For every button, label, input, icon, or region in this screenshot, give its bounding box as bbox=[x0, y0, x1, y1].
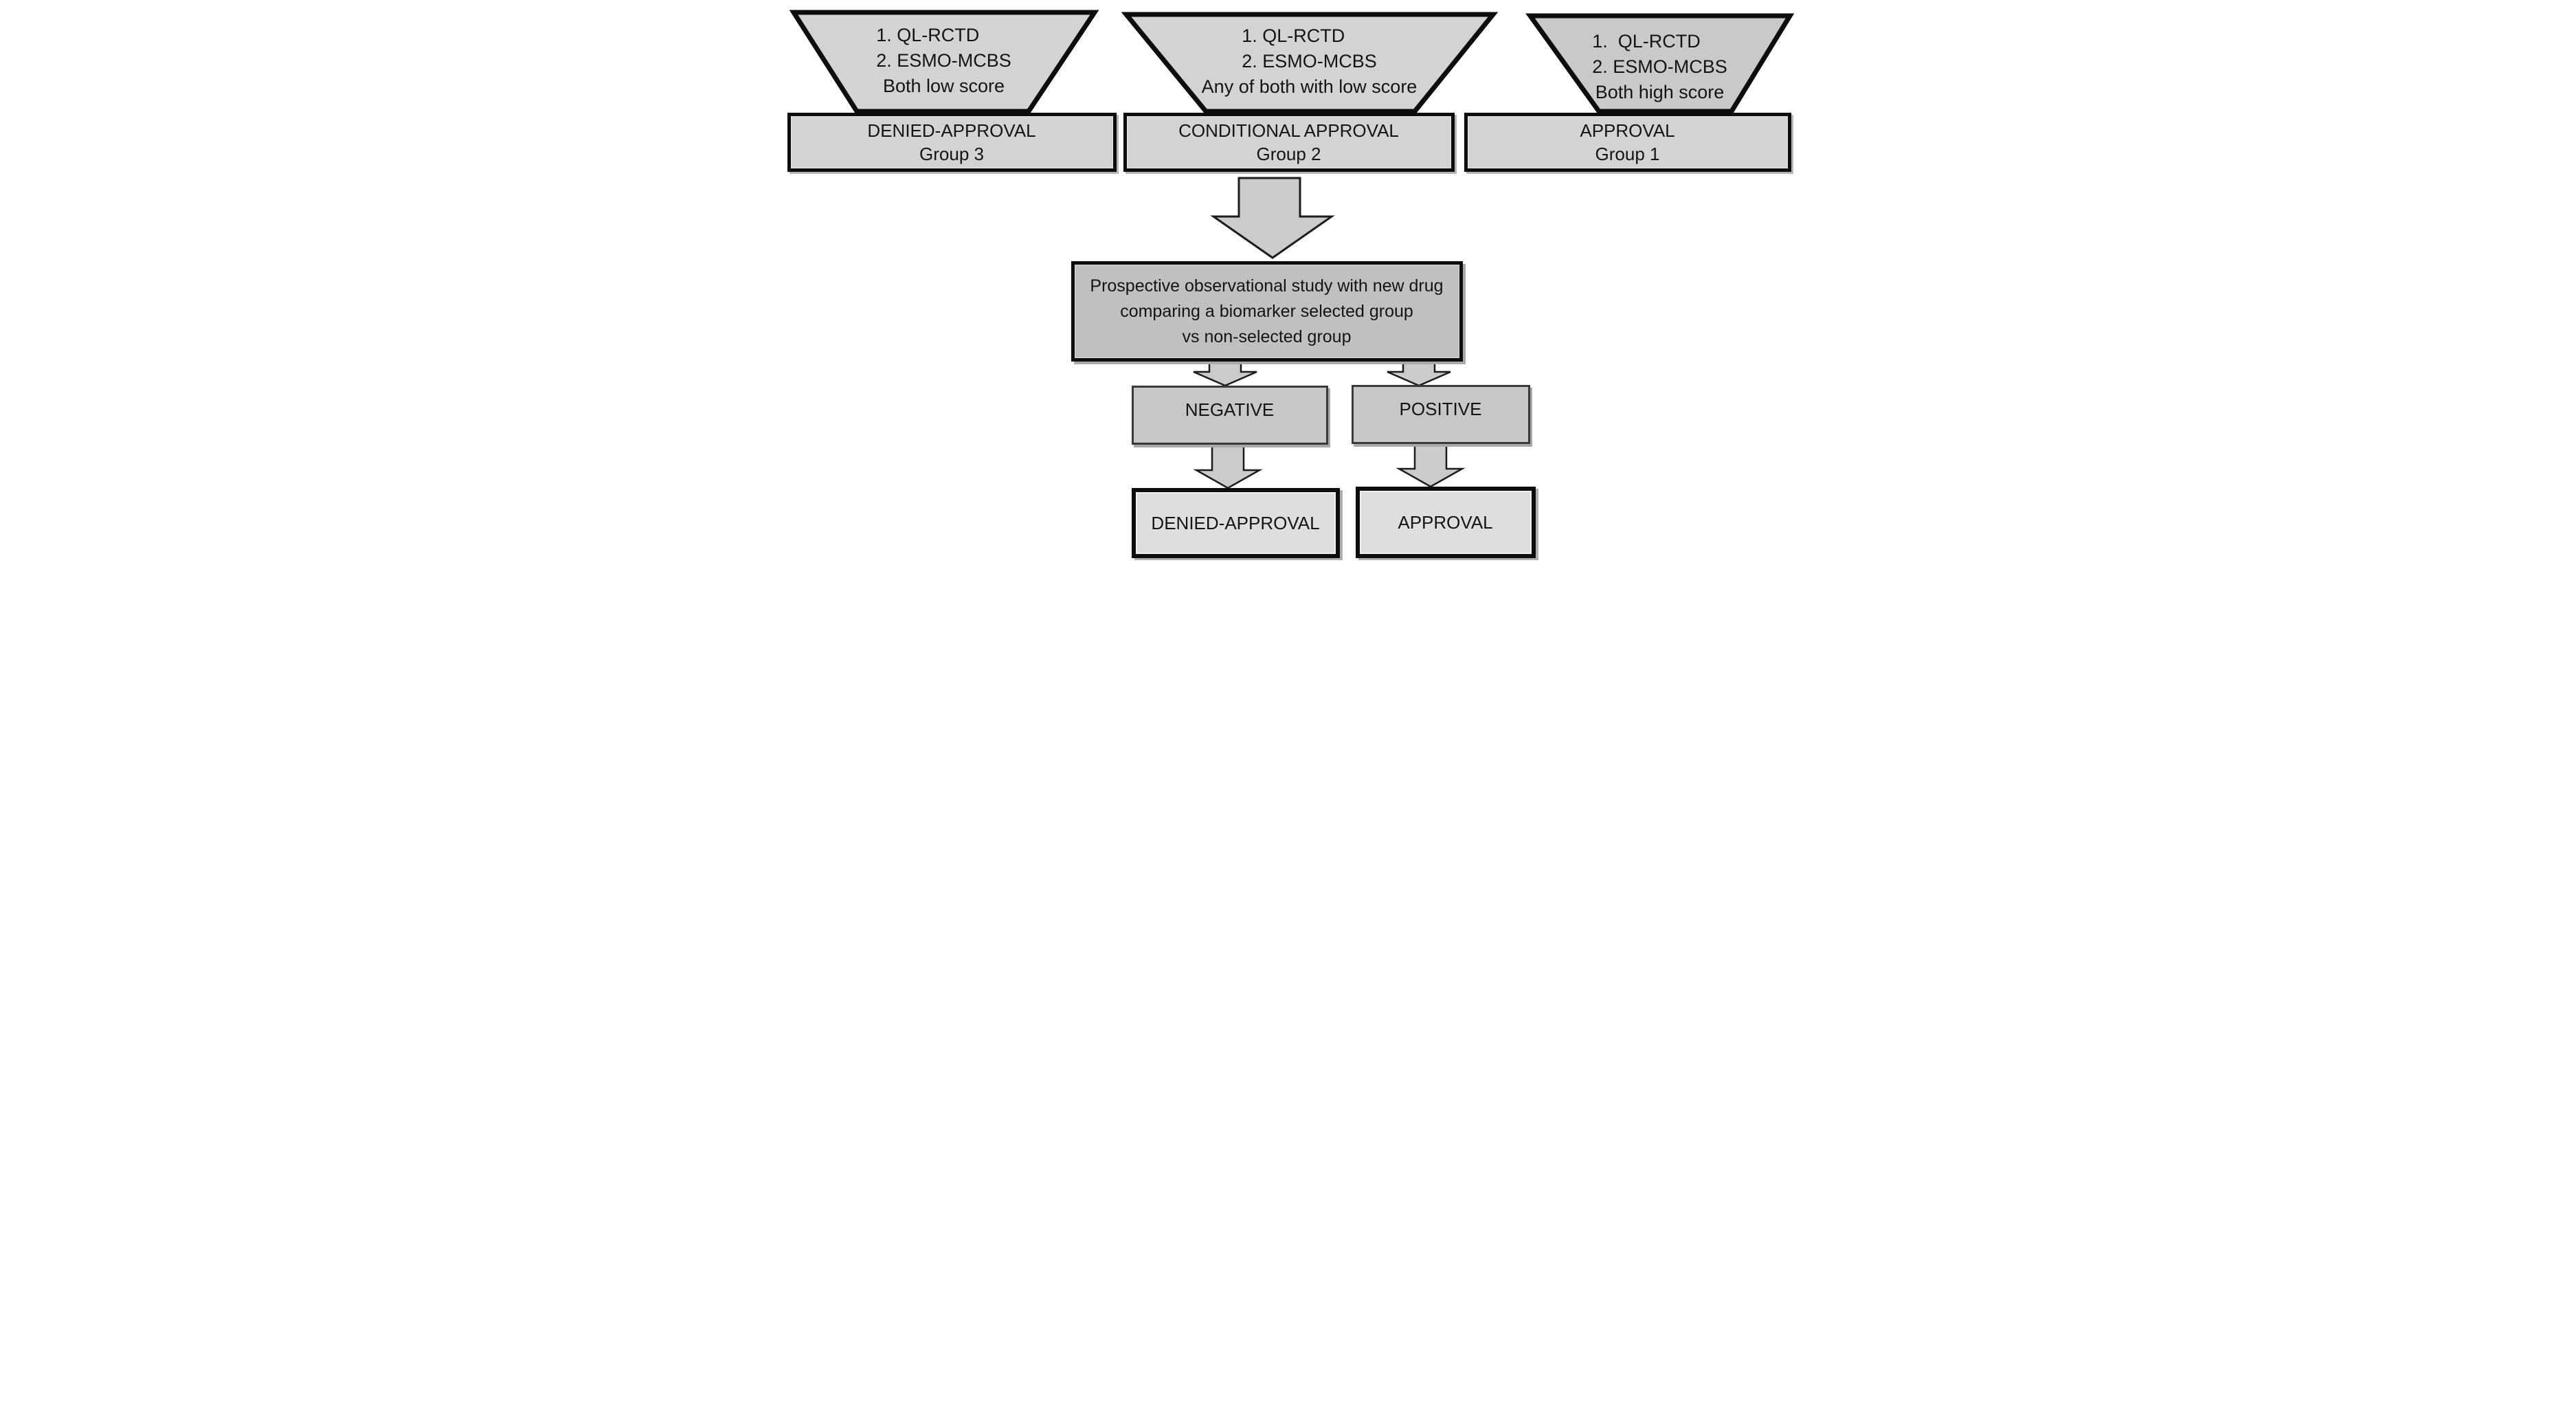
final-denied-approval-label: DENIED-APPROVAL bbox=[1151, 513, 1320, 533]
funnel-group1-shape bbox=[1525, 13, 1794, 114]
funnel-group1-condition: Both high score bbox=[1595, 82, 1725, 102]
box-denied-approval-group3: DENIED-APPROVAL Group 3 bbox=[787, 113, 1117, 172]
criteria-line: 1. QL-RCTD bbox=[1242, 25, 1345, 46]
criteria-line: 2. ESMO-MCBS bbox=[1592, 56, 1727, 77]
funnel-group3-text: 1. QL-RCTD 2. ESMO-MCBS Both low score bbox=[794, 23, 1095, 99]
funnel-group2-shape bbox=[1121, 12, 1498, 114]
study-line: vs non-selected group bbox=[1182, 326, 1352, 346]
down-arrow-to-negative-icon bbox=[1193, 361, 1257, 387]
positive-label: POSITIVE bbox=[1399, 399, 1482, 419]
funnel-group2-text: 1. QL-RCTD 2. ESMO-MCBS Any of both with… bbox=[1126, 23, 1493, 100]
funnel-group2-criteria: 1. QL-RCTD 2. ESMO-MCBS bbox=[1242, 23, 1377, 74]
funnel-group1-text: 1. QL-RCTD 2. ESMO-MCBS Both high score bbox=[1530, 29, 1790, 105]
final-approval-label: APPROVAL bbox=[1398, 512, 1493, 533]
box-group-label: Group 1 bbox=[1595, 144, 1660, 164]
big-down-arrow-icon bbox=[1209, 177, 1335, 259]
criteria-line: 2. ESMO-MCBS bbox=[876, 50, 1011, 71]
down-arrow-to-approval-icon bbox=[1395, 444, 1466, 488]
flowchart-shapes-layer bbox=[789, 10, 1794, 489]
study-line: Prospective observational study with new… bbox=[1090, 276, 1444, 296]
box-title: APPROVAL bbox=[1580, 120, 1675, 141]
box-conditional-approval-group2: CONDITIONAL APPROVAL Group 2 bbox=[1123, 113, 1455, 172]
box-title: CONDITIONAL APPROVAL bbox=[1178, 120, 1399, 141]
approval-flowchart: 1. QL-RCTD 2. ESMO-MCBS Both low score 1… bbox=[772, 0, 1804, 563]
negative-label: NEGATIVE bbox=[1185, 399, 1275, 420]
funnel-group1-criteria: 1. QL-RCTD 2. ESMO-MCBS bbox=[1592, 29, 1727, 80]
down-arrow-to-positive-icon bbox=[1387, 361, 1451, 387]
study-line: comparing a biomarker selected group bbox=[1120, 301, 1413, 321]
positive-box: POSITIVE bbox=[1351, 385, 1530, 444]
study-box: Prospective observational study with new… bbox=[1071, 261, 1463, 362]
down-arrow-to-denied-approval-icon bbox=[1192, 445, 1263, 489]
box-approval-group1: APPROVAL Group 1 bbox=[1464, 113, 1791, 172]
final-denied-approval-box: DENIED-APPROVAL bbox=[1131, 488, 1340, 558]
funnel-group2-condition: Any of both with low score bbox=[1201, 76, 1418, 97]
criteria-line: 1. QL-RCTD bbox=[876, 25, 980, 45]
funnel-group3-shape bbox=[789, 10, 1099, 114]
negative-box: NEGATIVE bbox=[1131, 386, 1328, 445]
final-approval-box: APPROVAL bbox=[1355, 487, 1536, 558]
box-title: DENIED-APPROVAL bbox=[867, 120, 1036, 141]
criteria-line: 2. ESMO-MCBS bbox=[1242, 51, 1377, 71]
box-group-label: Group 2 bbox=[1256, 144, 1321, 164]
criteria-line: 1. QL-RCTD bbox=[1592, 31, 1701, 52]
box-group-label: Group 3 bbox=[919, 144, 984, 164]
funnel-group3-condition: Both low score bbox=[882, 76, 1005, 96]
funnel-group3-criteria: 1. QL-RCTD 2. ESMO-MCBS bbox=[876, 23, 1011, 74]
